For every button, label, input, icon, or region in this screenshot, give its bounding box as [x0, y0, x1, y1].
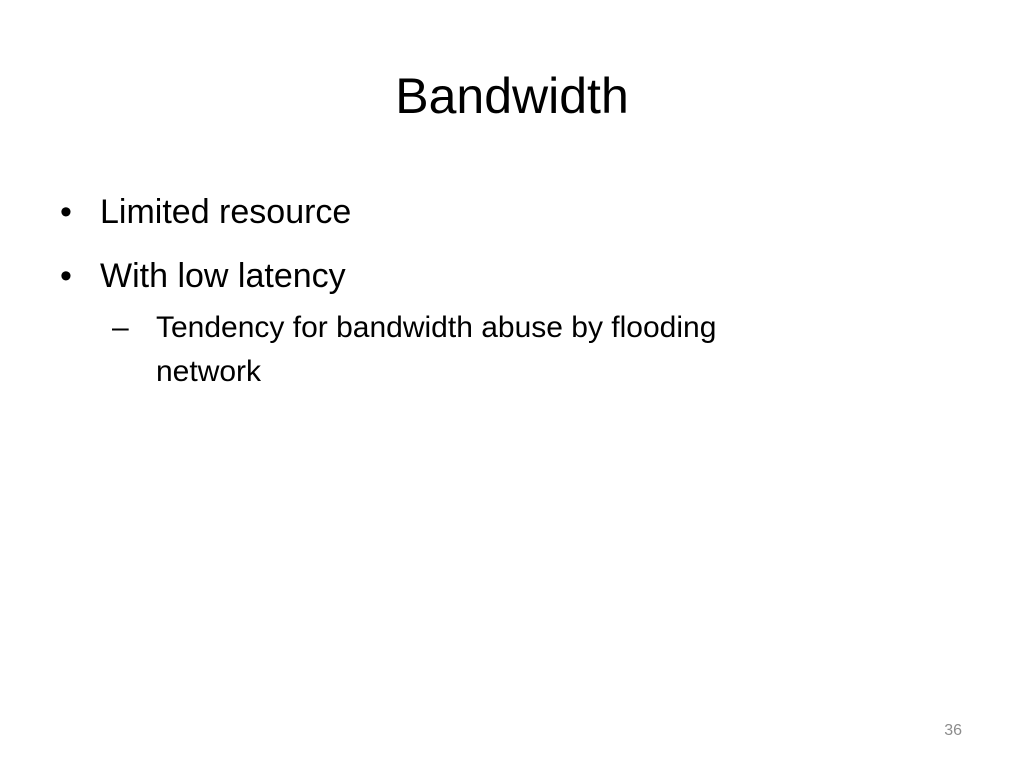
bullet-item: • Limited resource: [60, 190, 940, 234]
bullet-item: • With low latency – Tendency for bandwi…: [60, 254, 940, 394]
bullet-marker: •: [60, 193, 72, 231]
sub-bullet-text: Tendency for bandwidth abuse by flooding…: [156, 311, 717, 388]
sub-bullet-item: – Tendency for bandwidth abuse by floodi…: [112, 306, 800, 394]
bullet-text: With low latency: [100, 257, 346, 295]
slide-number: 36: [944, 722, 962, 739]
sub-bullet-marker: –: [112, 311, 129, 344]
bullet-list: • Limited resource • With low latency – …: [60, 190, 940, 414]
sub-bullet-list: – Tendency for bandwidth abuse by floodi…: [100, 306, 940, 394]
slide-title: Bandwidth: [395, 68, 629, 124]
bullet-text: Limited resource: [100, 193, 352, 231]
bullet-marker: •: [60, 257, 72, 295]
